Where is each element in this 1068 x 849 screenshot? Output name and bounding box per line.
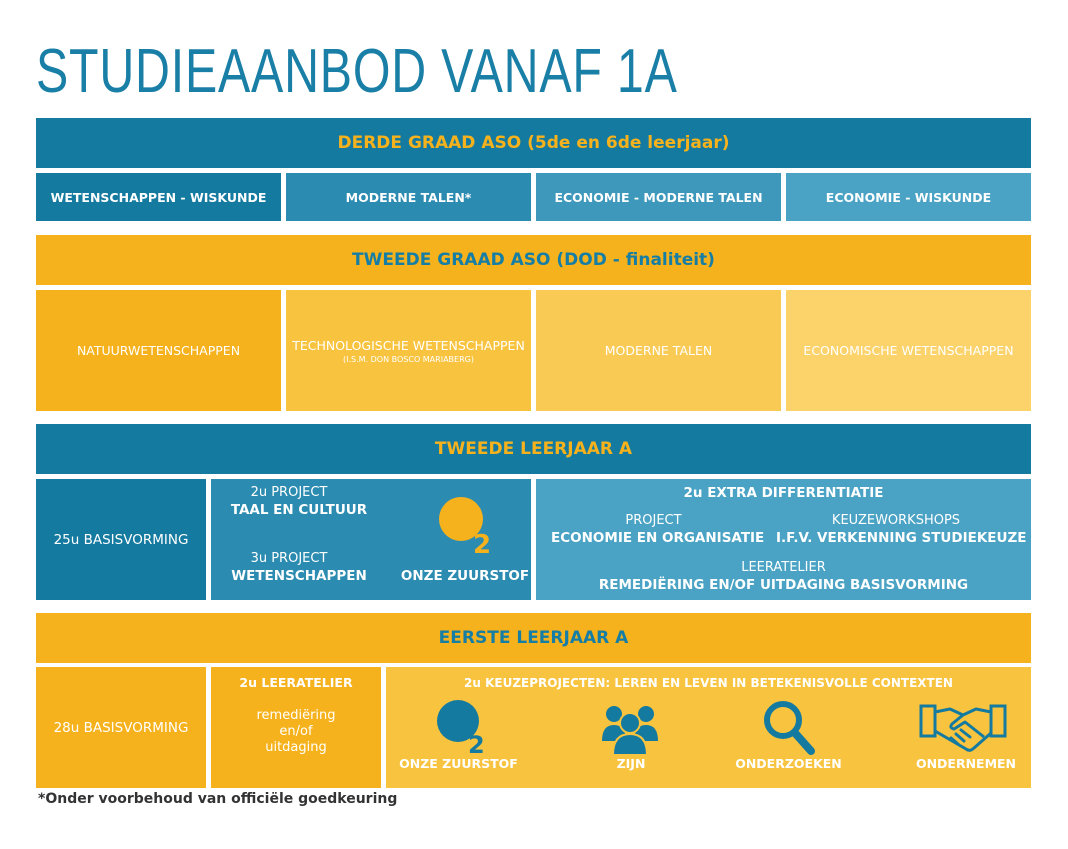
option-label: MODERNE TALEN* xyxy=(345,189,472,205)
magnifier-icon xyxy=(764,701,815,755)
keuze-label-ondernemen: ONDERNEMEN xyxy=(915,756,1017,771)
option-label: MODERNE TALEN xyxy=(604,343,713,358)
people-group-icon xyxy=(602,706,658,755)
diff-atelier-name: REMEDIËRING EN/OF UITDAGING BASISVORMING xyxy=(598,577,969,593)
option-label: WETENSCHAPPEN - WISKUNDE xyxy=(50,189,267,205)
diff-keuze-name: I.F.V. VERKENNING STUDIEKEUZE xyxy=(776,530,1027,546)
o2-bubble-icon: 2 xyxy=(437,700,485,757)
differentiatie-header: 2u EXTRA DIFFERENTIATIE xyxy=(683,485,884,501)
differentiatie-block: 2u EXTRA DIFFERENTIATIE PROJECT ECONOMIE… xyxy=(536,479,1031,600)
option-moderne-talen: MODERNE TALEN* xyxy=(286,173,531,221)
option-label: ECONOMIE - MODERNE TALEN xyxy=(554,189,763,205)
keuzeprojecten-header: 2u KEUZEPROJECTEN: LEREN EN LEVEN IN BET… xyxy=(464,676,953,690)
option-natuurwetenschappen: NATUURWETENSCHAPPEN xyxy=(36,290,281,411)
leeratelier-line-3: uitdaging xyxy=(265,740,327,755)
project1-name: TAAL EN CULTUUR xyxy=(230,502,368,518)
leeratelier-title: 2u LEERATELIER xyxy=(239,675,353,690)
eerste-leerjaar-header: EERSTE LEERJAAR A xyxy=(36,613,1031,663)
svg-text:2: 2 xyxy=(468,731,485,757)
tweede-graad-header: TWEEDE GRAAD ASO (DOD - finaliteit) xyxy=(36,235,1031,285)
basisvorming-25u: 25u BASISVORMING xyxy=(36,479,206,600)
option-economische-wetenschappen: ECONOMISCHE WETENSCHAPPEN xyxy=(786,290,1031,411)
project1-hours: 2u PROJECT xyxy=(250,485,328,500)
basisvorming-label: 28u BASISVORMING xyxy=(53,719,189,736)
project2-hours: 3u PROJECT xyxy=(250,551,328,566)
zuurstof-label: ONZE ZUURSTOF xyxy=(400,568,530,584)
leeratelier-block: 2u LEERATELIER remediëring en/of uitdagi… xyxy=(211,667,381,788)
keuze-label-zuurstof: ONZE ZUURSTOF xyxy=(399,756,518,771)
diff-project-name: ECONOMIE EN ORGANISATIE xyxy=(551,530,765,546)
tweede-leerjaar-header: TWEEDE LEERJAAR A xyxy=(36,424,1031,474)
option-economie-moderne-talen: ECONOMIE - MODERNE TALEN xyxy=(536,173,781,221)
option-note: (I.S.M. DON BOSCO MARIABERG) xyxy=(343,354,474,364)
diff-project-label: PROJECT xyxy=(625,513,682,528)
page-title: STUDIEAANBOD VANAF 1A xyxy=(36,37,678,106)
leeratelier-line-2: en/of xyxy=(279,724,313,739)
option-wetenschappen-wiskunde: WETENSCHAPPEN - WISKUNDE xyxy=(36,173,281,221)
option-label: ECONOMIE - WISKUNDE xyxy=(825,189,992,205)
option-label: NATUURWETENSCHAPPEN xyxy=(76,343,241,358)
project2-name: WETENSCHAPPEN xyxy=(231,568,367,584)
projects-block: 2u PROJECT TAAL EN CULTUUR 3u PROJECT WE… xyxy=(211,479,531,600)
keuzeprojecten-block: 2u KEUZEPROJECTEN: LEREN EN LEVEN IN BET… xyxy=(386,667,1031,788)
option-economie-wiskunde: ECONOMIE - WISKUNDE xyxy=(786,173,1031,221)
leeratelier-line-1: remediëring xyxy=(256,708,336,723)
diff-atelier-label: LEERATELIER xyxy=(741,560,826,575)
handshake-icon xyxy=(919,704,1007,752)
option-moderne-talen-2: MODERNE TALEN xyxy=(536,290,781,411)
basisvorming-28u: 28u BASISVORMING xyxy=(36,667,206,788)
o2-bubble-icon: 2 xyxy=(439,497,491,557)
svg-text:2: 2 xyxy=(473,530,491,557)
diff-keuze-label: KEUZEWORKSHOPS xyxy=(831,513,961,528)
derde-graad-header: DERDE GRAAD ASO (5de en 6de leerjaar) xyxy=(36,118,1031,168)
option-label: ECONOMISCHE WETENSCHAPPEN xyxy=(803,343,1014,358)
option-label: TECHNOLOGISCHE WETENSCHAPPEN xyxy=(292,337,525,353)
footnote: *Onder voorbehoud van officiële goedkeur… xyxy=(38,791,398,807)
keuze-label-onderzoeken: ONDERZOEKEN xyxy=(735,756,842,771)
basisvorming-label: 25u BASISVORMING xyxy=(53,531,189,548)
keuze-label-zijn: ZIJN xyxy=(616,756,646,771)
option-technologische-wetenschappen: TECHNOLOGISCHE WETENSCHAPPEN (I.S.M. DON… xyxy=(286,290,531,411)
